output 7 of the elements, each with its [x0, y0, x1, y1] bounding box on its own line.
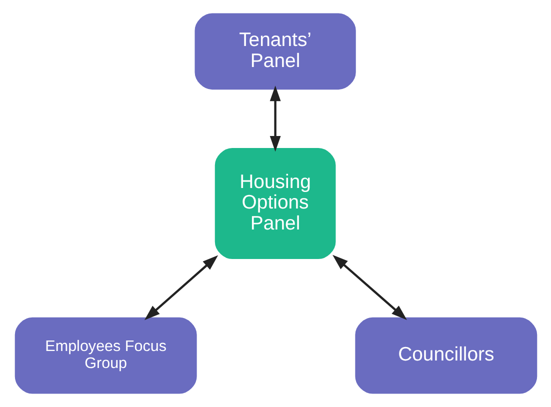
arrow	[269, 86, 280, 152]
arrow	[332, 254, 406, 320]
node-box: Councillors	[354, 317, 537, 394]
node-box: Employees Focus Group	[14, 317, 196, 394]
arrow	[144, 255, 218, 320]
node-box: Housing Options Panel	[214, 148, 336, 260]
node-box: Tenants’ Panel	[194, 13, 356, 90]
